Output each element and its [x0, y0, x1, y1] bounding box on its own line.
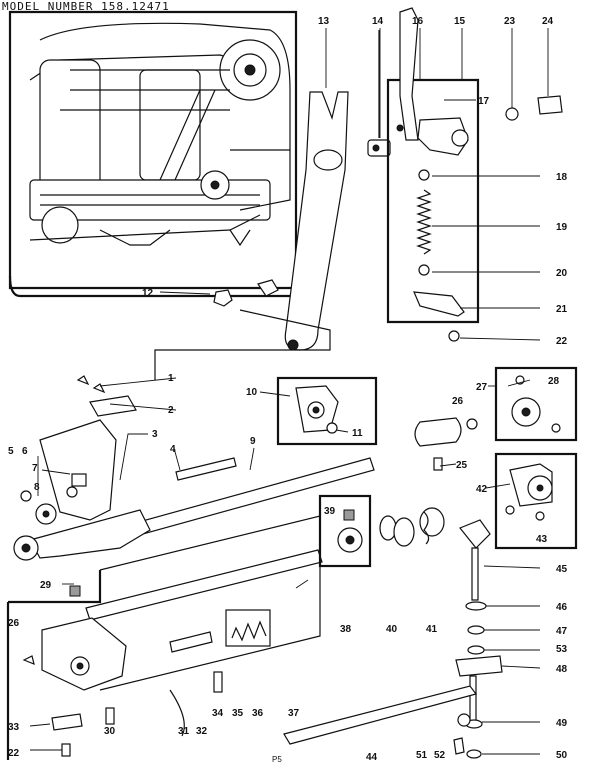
part-24-screw	[537, 95, 563, 115]
part-44-bar	[283, 685, 478, 745]
callout-30: 30	[104, 726, 116, 737]
callout-25: 25	[456, 460, 468, 471]
callout-17: 17	[478, 96, 490, 107]
callout-35: 35	[232, 708, 244, 719]
page-mark: P5	[272, 755, 282, 764]
callout-21: 21	[556, 304, 568, 315]
callout-43: 43	[536, 534, 548, 545]
part-25-bushing	[414, 417, 478, 471]
callout-46: 46	[556, 602, 568, 613]
part-12-nut-screw	[154, 279, 331, 380]
machine-inset	[8, 10, 298, 298]
callout-39: 39	[324, 506, 336, 517]
callout-34: 34	[212, 708, 224, 719]
callout-23: 23	[504, 16, 516, 27]
part-4-pin	[175, 457, 237, 481]
callout-20: 20	[556, 268, 568, 279]
callout-22b: 22	[8, 748, 20, 759]
callout-52: 52	[434, 750, 446, 761]
callout-5: 5	[8, 446, 14, 457]
callout-4: 4	[170, 444, 176, 455]
callout-36: 36	[252, 708, 264, 719]
callout-41: 41	[426, 624, 438, 635]
callout-53: 53	[556, 644, 568, 655]
callout-48: 48	[556, 664, 568, 675]
callout-15: 15	[454, 16, 466, 27]
left-casting	[13, 375, 151, 561]
callout-26: 26	[452, 396, 464, 407]
callout-9: 9	[250, 436, 256, 447]
callout-1: 1	[168, 373, 174, 384]
callout-27: 27	[476, 382, 488, 393]
callout-26b: 26	[8, 618, 20, 629]
callout-13: 13	[318, 16, 330, 27]
callout-7: 7	[32, 463, 38, 474]
part-52-screw	[453, 737, 465, 755]
callout-31: 31	[178, 726, 190, 737]
callout-22: 22	[556, 336, 568, 347]
callout-16: 16	[412, 16, 424, 27]
callout-10: 10	[246, 387, 258, 398]
leader-lines	[29, 28, 549, 755]
callout-8: 8	[34, 482, 40, 493]
lower-left-box	[6, 570, 271, 760]
part-23-washer	[505, 107, 519, 121]
callout-33: 33	[8, 722, 20, 733]
callout-3: 3	[152, 429, 158, 440]
callout-18: 18	[556, 172, 568, 183]
callout-32: 32	[196, 726, 208, 737]
callout-49: 49	[556, 718, 568, 729]
callout-14: 14	[372, 16, 384, 27]
parts-40-41	[379, 507, 445, 547]
callout-40: 40	[386, 624, 398, 635]
part-45-column	[455, 519, 503, 759]
callout-11: 11	[352, 428, 363, 439]
part-37-rod	[85, 515, 323, 691]
callout-47: 47	[556, 626, 568, 637]
part-42-box	[494, 452, 578, 550]
callout-6: 6	[22, 446, 28, 457]
callout-50: 50	[556, 750, 568, 761]
part-15-box	[386, 7, 480, 342]
callout-51: 51	[416, 750, 428, 761]
part-51-nut	[457, 713, 471, 727]
part-14-bracket	[367, 30, 391, 157]
callout-29: 29	[40, 580, 52, 591]
callout-38: 38	[340, 624, 352, 635]
callout-45: 45	[556, 564, 568, 575]
callout-24: 24	[542, 16, 554, 27]
model-number-title: MODEL NUMBER 158.12471	[2, 0, 170, 13]
part-13-arm	[284, 91, 349, 351]
callout-12: 12	[142, 288, 154, 299]
callout-labels: 1 2 3 4 5 6 7 8 9 10 11 12 13 14 15 16 1…	[8, 16, 568, 763]
callout-2: 2	[168, 405, 174, 416]
callout-37: 37	[288, 708, 300, 719]
callout-42: 42	[476, 484, 488, 495]
callout-28: 28	[548, 376, 560, 387]
callout-44: 44	[366, 752, 378, 763]
callout-19: 19	[556, 222, 568, 233]
part-27-box	[494, 366, 578, 442]
part-38-box	[318, 494, 372, 568]
part-10-box	[276, 376, 378, 446]
